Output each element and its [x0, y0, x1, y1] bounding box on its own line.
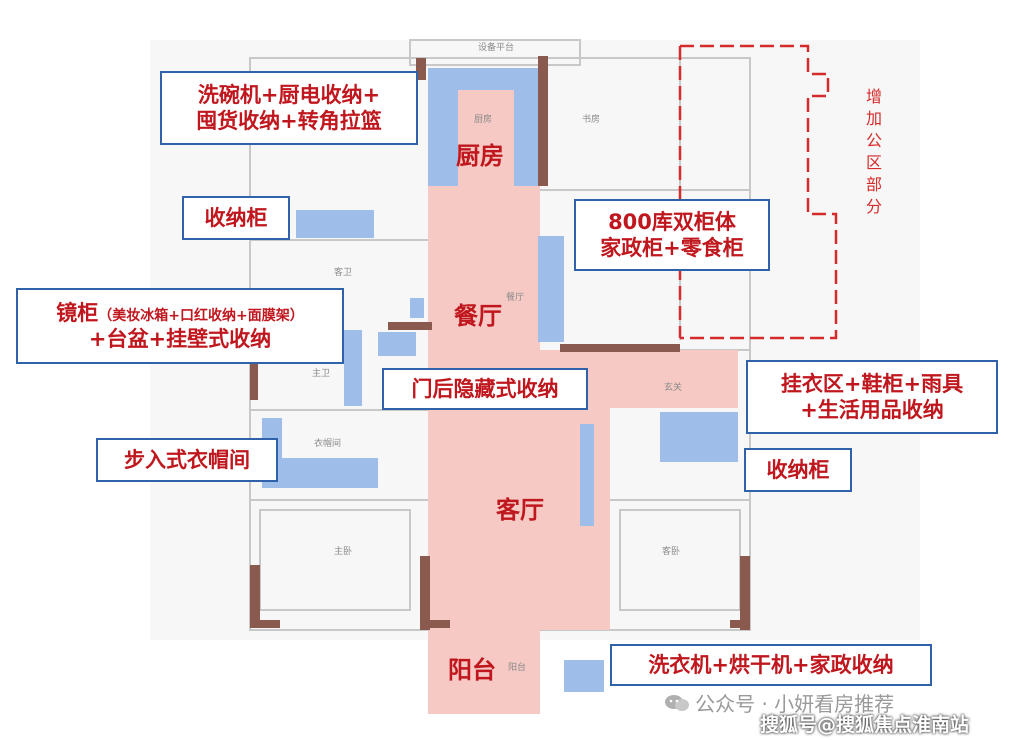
- public-area-char: 分: [865, 197, 882, 216]
- label-dining-small: 餐厅: [506, 293, 525, 303]
- label-master-bath: 主卫: [312, 369, 331, 379]
- public-area-char: 增: [865, 87, 882, 106]
- storage-blocks: [262, 68, 738, 692]
- wechat-icon: [664, 693, 690, 713]
- room-dining: 餐厅: [454, 302, 502, 330]
- public-area-char: 区: [865, 153, 882, 172]
- callout-entrance-line2: +生活用品收纳: [800, 398, 944, 422]
- callout-cabinet-800: 800库双柜体 家政柜+零食柜: [574, 199, 770, 271]
- public-area-char: 加: [865, 109, 882, 128]
- public-area-outline: [680, 44, 838, 340]
- callout-cabinet-800-line2: 家政柜+零食柜: [600, 236, 744, 260]
- thick-walls: [250, 56, 750, 630]
- callout-entrance-line1: 挂衣区+鞋柜+雨具: [780, 371, 964, 396]
- label-master-bedroom: 主卧: [334, 547, 353, 557]
- label-balcony-small: 阳台: [508, 663, 527, 673]
- public-area-char: 公: [865, 131, 882, 150]
- watermark-account-text: 公众号 · 小妍看房推荐: [695, 692, 895, 716]
- callout-walk-in: 步入式衣帽间: [96, 438, 278, 482]
- label-study: 书房: [582, 115, 601, 125]
- public-area-char: 部: [865, 175, 882, 194]
- callout-door-hidden: 门后隐藏式收纳: [382, 368, 588, 410]
- watermark-source: 搜狐号@搜狐焦点淮南站: [760, 714, 970, 736]
- callout-entrance: 挂衣区+鞋柜+雨具 +生活用品收纳: [746, 360, 998, 434]
- label-guest-bath: 客卫: [334, 268, 353, 278]
- callout-mirror-line1: 镜柜（美妆冰箱+口红收纳+面膜架）: [56, 300, 303, 326]
- room-balcony: 阳台: [448, 656, 496, 684]
- callout-mirror-line2: +台盆+挂壁式收纳: [88, 327, 272, 351]
- callout-storage-left: 收纳柜: [182, 196, 290, 240]
- label-kitchen-small: 厨房: [474, 115, 493, 125]
- room-living: 客厅: [496, 496, 544, 524]
- callout-mirror-note: （美妆冰箱+口红收纳+面膜架）: [98, 307, 304, 324]
- room-kitchen: 厨房: [456, 142, 504, 170]
- label-equipment-platform: 设备平台: [478, 43, 515, 53]
- label-walk-in-closet: 衣帽间: [314, 439, 342, 449]
- callout-mirror-cabinet: 镜柜（美妆冰箱+口红收纳+面膜架） +台盆+挂壁式收纳: [16, 288, 344, 364]
- public-area-label: 增 加 公 区 部 分: [864, 86, 884, 218]
- callout-storage-right: 收纳柜: [744, 448, 852, 492]
- callout-kitchen-storage: 洗碗机+厨电收纳+ 囤货收纳+转角拉篮: [160, 71, 418, 145]
- callout-mirror-title: 镜柜: [56, 300, 99, 325]
- watermark-account: 公众号 · 小妍看房推荐: [664, 688, 894, 717]
- label-entrance: 玄关: [664, 383, 683, 393]
- label-guest-bedroom: 客卧: [662, 547, 681, 557]
- callout-kitchen-storage-line2: 囤货收纳+转角拉篮: [196, 109, 382, 133]
- callout-laundry: 洗衣机+烘干机+家政收纳: [610, 644, 932, 686]
- callout-cabinet-800-line1: 800库双柜体: [608, 209, 736, 234]
- callout-kitchen-storage-line1: 洗碗机+厨电收纳+: [197, 82, 381, 107]
